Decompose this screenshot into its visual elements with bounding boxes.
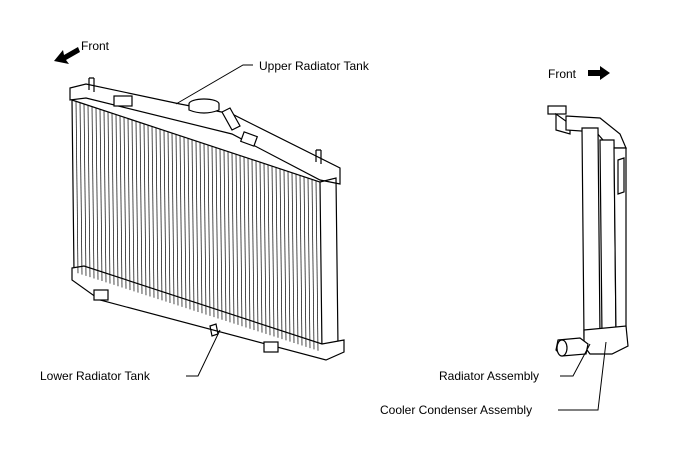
core-fin-line bbox=[79, 102, 83, 275]
core-fin-line bbox=[223, 150, 227, 322]
radiator-front-view bbox=[69, 77, 345, 361]
core-fin-line bbox=[171, 133, 175, 305]
core-fin-line bbox=[119, 115, 123, 288]
leader-lines bbox=[175, 64, 607, 411]
core-fin-line bbox=[263, 163, 267, 334]
core-fin-line bbox=[187, 138, 191, 310]
core-fin-line bbox=[247, 158, 251, 329]
front-arrow-left-icon bbox=[54, 47, 80, 64]
core-fin-line bbox=[191, 139, 195, 311]
core-fin-line bbox=[131, 119, 135, 292]
core-fin-line bbox=[303, 176, 307, 347]
core-fin-line bbox=[279, 168, 283, 340]
core-fin-line bbox=[283, 170, 287, 341]
core-fin-line bbox=[151, 126, 155, 298]
core-fin-line bbox=[163, 130, 167, 302]
front-arrow-right-icon bbox=[588, 66, 610, 80]
front-label-right: Front bbox=[548, 67, 577, 81]
core-fin-line bbox=[87, 105, 91, 278]
core-fin-line bbox=[83, 103, 87, 276]
core-fin-line bbox=[199, 142, 203, 314]
core-fin-line bbox=[227, 151, 231, 323]
core-fin-line bbox=[107, 111, 111, 284]
core-fin-line bbox=[267, 164, 271, 336]
cooler-condenser-assembly-label: Cooler Condenser Assembly bbox=[380, 403, 533, 417]
core-fin-line bbox=[123, 117, 127, 289]
core-fin-line bbox=[111, 113, 115, 285]
core-fin-line bbox=[95, 107, 99, 280]
core-fin-line bbox=[231, 152, 235, 324]
core-fin-line bbox=[155, 127, 159, 300]
core-fin-line bbox=[311, 179, 315, 350]
core-fin-line bbox=[179, 135, 183, 307]
core-fin-line bbox=[287, 171, 291, 342]
core-fin-line bbox=[99, 109, 103, 282]
core-fin-line bbox=[275, 167, 279, 338]
core-fin-line bbox=[135, 121, 139, 293]
core-fin-line bbox=[147, 125, 151, 297]
core-fin-line bbox=[175, 134, 179, 306]
core-fin-line bbox=[239, 155, 243, 327]
core-fin-line bbox=[255, 160, 259, 332]
core-fin-line bbox=[167, 131, 171, 303]
core-fin-line bbox=[91, 106, 95, 279]
core-fin-line bbox=[115, 114, 119, 287]
core-fin-line bbox=[75, 101, 79, 274]
core-fin-line bbox=[271, 166, 275, 337]
core-fin-line bbox=[299, 175, 303, 346]
core-fin-line bbox=[307, 178, 311, 349]
core-fin-line bbox=[251, 159, 255, 331]
core-fin-line bbox=[235, 154, 239, 325]
core-fin-line bbox=[139, 122, 143, 294]
core-fin-line bbox=[103, 110, 107, 283]
core-fin-line bbox=[203, 143, 207, 315]
core-fin-line bbox=[183, 137, 187, 309]
core-fin-line bbox=[315, 180, 319, 351]
core-fin-line bbox=[195, 140, 199, 313]
core-fin-line bbox=[215, 147, 219, 319]
upper-radiator-tank-label: Upper Radiator Tank bbox=[259, 59, 369, 73]
core-fin-line bbox=[207, 144, 211, 316]
core-fin-line bbox=[219, 148, 223, 320]
core-fin-line bbox=[127, 118, 131, 291]
radiator-core-fins bbox=[75, 101, 319, 351]
core-fin-line bbox=[143, 123, 147, 296]
lower-radiator-tank-label: Lower Radiator Tank bbox=[40, 369, 150, 383]
radiator-side-view bbox=[547, 105, 629, 357]
core-fin-line bbox=[259, 162, 263, 333]
front-label-left: Front bbox=[81, 39, 110, 53]
core-fin-line bbox=[211, 146, 215, 318]
radiator-assembly-label: Radiator Assembly bbox=[439, 369, 540, 383]
core-fin-line bbox=[243, 156, 247, 328]
core-fin-line bbox=[159, 129, 163, 301]
core-fin-line bbox=[295, 174, 299, 345]
core-fin-line bbox=[291, 172, 295, 343]
